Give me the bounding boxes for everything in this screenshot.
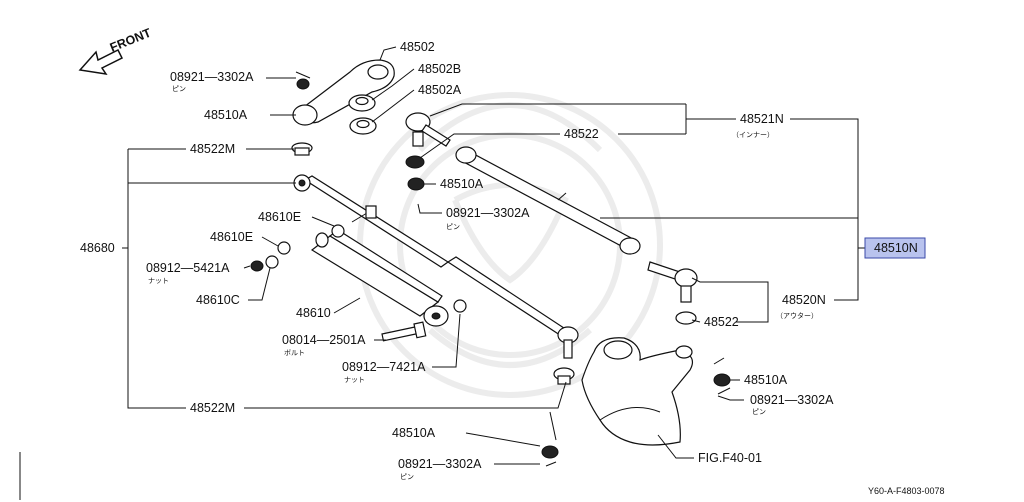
label-48522m-bottom[interactable]: 48522M <box>190 401 235 415</box>
label-08921-3302a-mid-sub: ピン <box>446 223 460 231</box>
ball-joint-inner-48522 <box>405 112 451 147</box>
label-48520n-sub: （アウター） <box>776 311 818 320</box>
label-48522m-top[interactable]: 48522M <box>190 142 235 156</box>
label-08921-3302a-bottom-sub: ピン <box>400 473 414 481</box>
nut-48510a-right <box>713 357 731 387</box>
outer-tie-rod-end-48520n <box>647 261 698 325</box>
front-arrow-icon <box>78 48 124 76</box>
bolt-08014-2501a <box>381 321 427 342</box>
center-rod-48680 <box>293 174 579 359</box>
seal-48502b <box>348 94 376 112</box>
label-48680[interactable]: 48680 <box>80 241 115 255</box>
label-48521n-sub: （インナー） <box>732 131 774 139</box>
label-08912-7421a-sub: ナット <box>344 376 365 384</box>
nut-08912-5421a <box>250 260 264 272</box>
boot-48522m-top <box>291 142 313 156</box>
label-08912-5421a-sub: ナット <box>148 277 169 285</box>
label-48520n[interactable]: 48520N <box>782 293 826 307</box>
label-08014-2501a-sub: ボルト <box>284 349 305 357</box>
label-48610c[interactable]: 48610C <box>196 293 240 307</box>
inner-tie-rod-48521n <box>455 146 641 255</box>
label-48510a-right[interactable]: 48510A <box>744 373 788 387</box>
label-48510n[interactable]: 48510N <box>874 241 918 255</box>
label-08912-5421a[interactable]: 08912—5421A <box>146 261 230 275</box>
pitman-arm-48502 <box>292 59 395 126</box>
steering-knuckle <box>581 337 693 446</box>
label-48510a-bottom[interactable]: 48510A <box>392 426 436 440</box>
label-48522-right[interactable]: 48522 <box>704 315 739 329</box>
label-48502b[interactable]: 48502B <box>418 62 461 76</box>
label-08014-2501a[interactable]: 08014—2501A <box>282 333 366 347</box>
label-48610[interactable]: 48610 <box>296 306 331 320</box>
label-48522-mid[interactable]: 48522 <box>564 127 599 141</box>
washer-48610c <box>265 255 279 269</box>
nut-48510a-bottom <box>541 445 559 467</box>
label-48502a[interactable]: 48502A <box>418 83 462 97</box>
label-08921-3302a-bottom[interactable]: 08921—3302A <box>398 457 482 471</box>
highlight-box-48510n <box>864 237 926 259</box>
label-08921-3302a-right-sub: ピン <box>752 408 766 416</box>
label-48502[interactable]: 48502 <box>400 40 435 54</box>
nut-48510a-mid <box>405 155 425 191</box>
bushing-48610e-1 <box>331 224 345 238</box>
nut-08912-7421a <box>453 299 467 313</box>
label-48521n[interactable]: 48521N <box>740 112 784 126</box>
seal-48502a <box>349 117 377 135</box>
label-48610e-1[interactable]: 48610E <box>258 210 301 224</box>
front-label: FRONT <box>108 26 153 55</box>
label-08921-3302a-top-sub: ピン <box>172 85 186 93</box>
label-fig-reference[interactable]: FIG.F40-01 <box>698 451 762 465</box>
label-08921-3302a-mid[interactable]: 08921—3302A <box>446 206 530 220</box>
steering-damper-48610 <box>310 229 449 327</box>
leader-lines <box>122 46 874 465</box>
label-08912-7421a[interactable]: 08912—7421A <box>342 360 426 374</box>
label-48610e-2[interactable]: 48610E <box>210 230 253 244</box>
bushing-48610e-2 <box>277 241 291 255</box>
label-48510a-top[interactable]: 48510A <box>204 108 248 122</box>
label-08921-3302a-top[interactable]: 08921—3302A <box>170 70 254 84</box>
diagram-code: Y60-A-F4803-0078 <box>868 486 945 496</box>
boot-48522m-bottom <box>549 367 575 441</box>
label-48510a-mid[interactable]: 48510A <box>440 177 484 191</box>
label-08921-3302a-right[interactable]: 08921—3302A <box>750 393 834 407</box>
